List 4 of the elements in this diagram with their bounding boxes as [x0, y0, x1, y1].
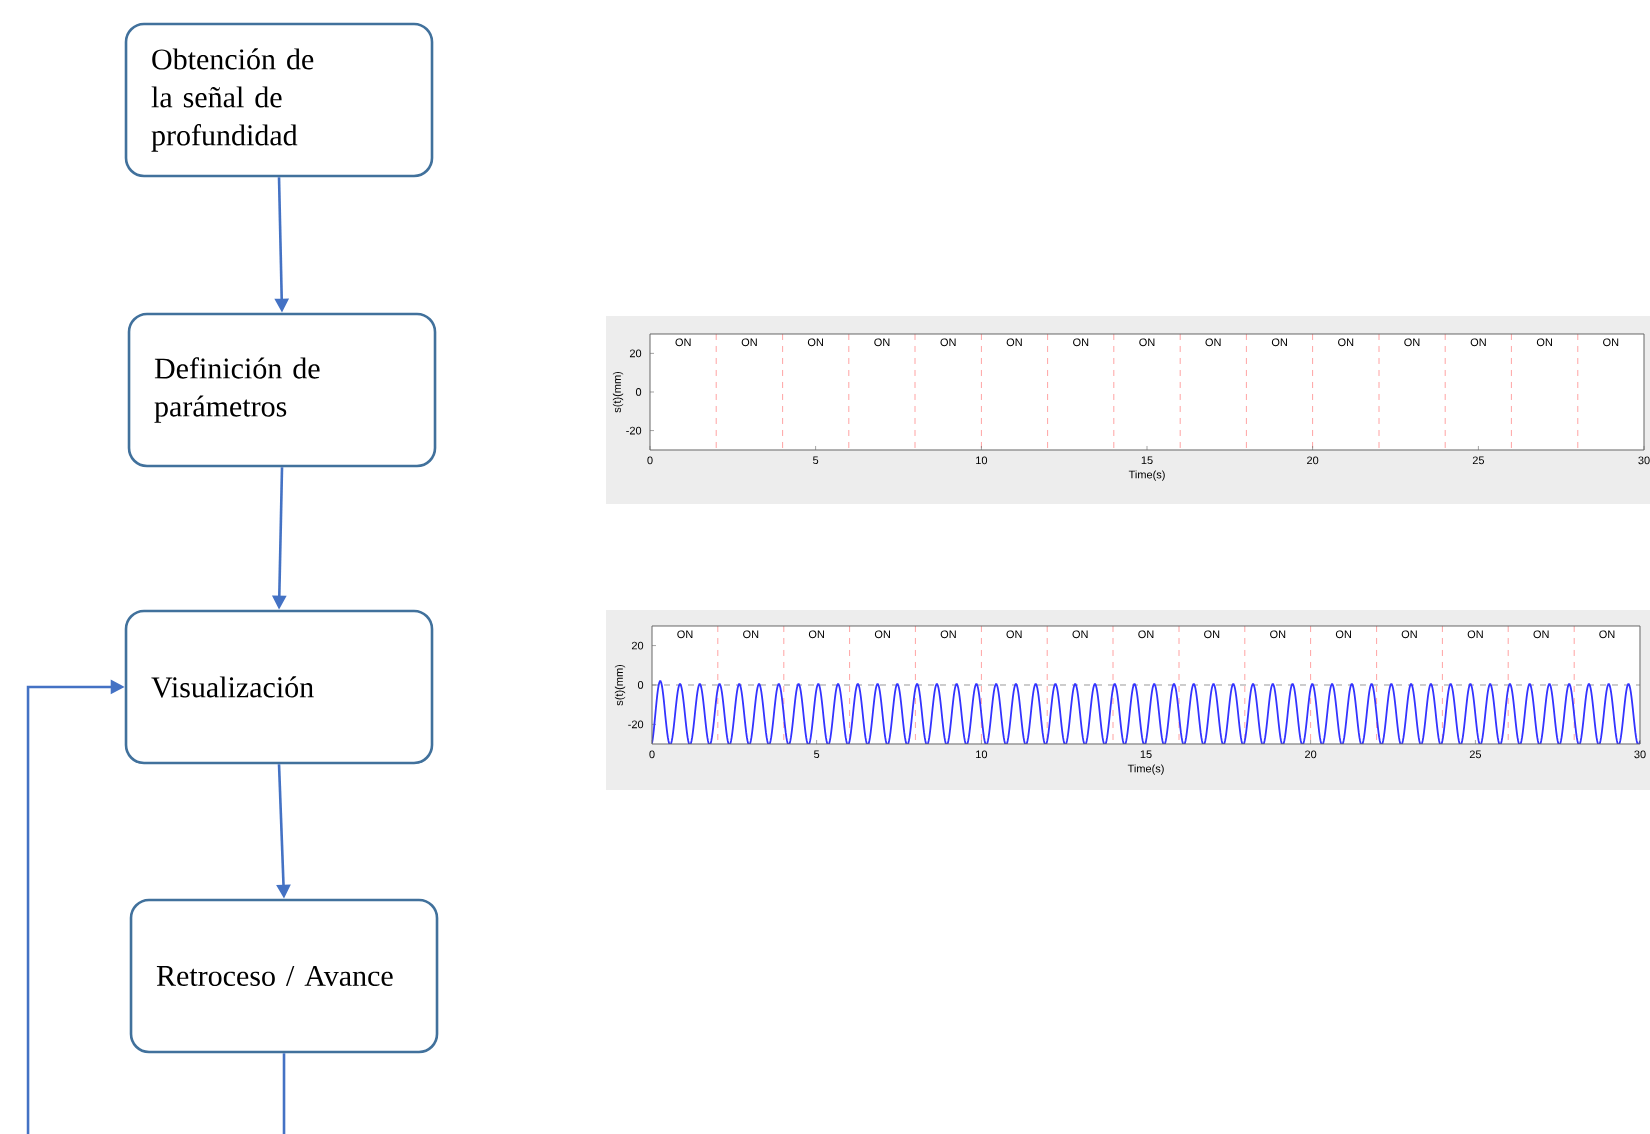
process-box: Visualización	[124, 609, 434, 765]
process-box: Definición de parámetros	[127, 312, 437, 468]
process-box: Obtención de la señal de profundidad	[124, 22, 434, 178]
process-box: Retroceso / Avance	[129, 898, 439, 1054]
